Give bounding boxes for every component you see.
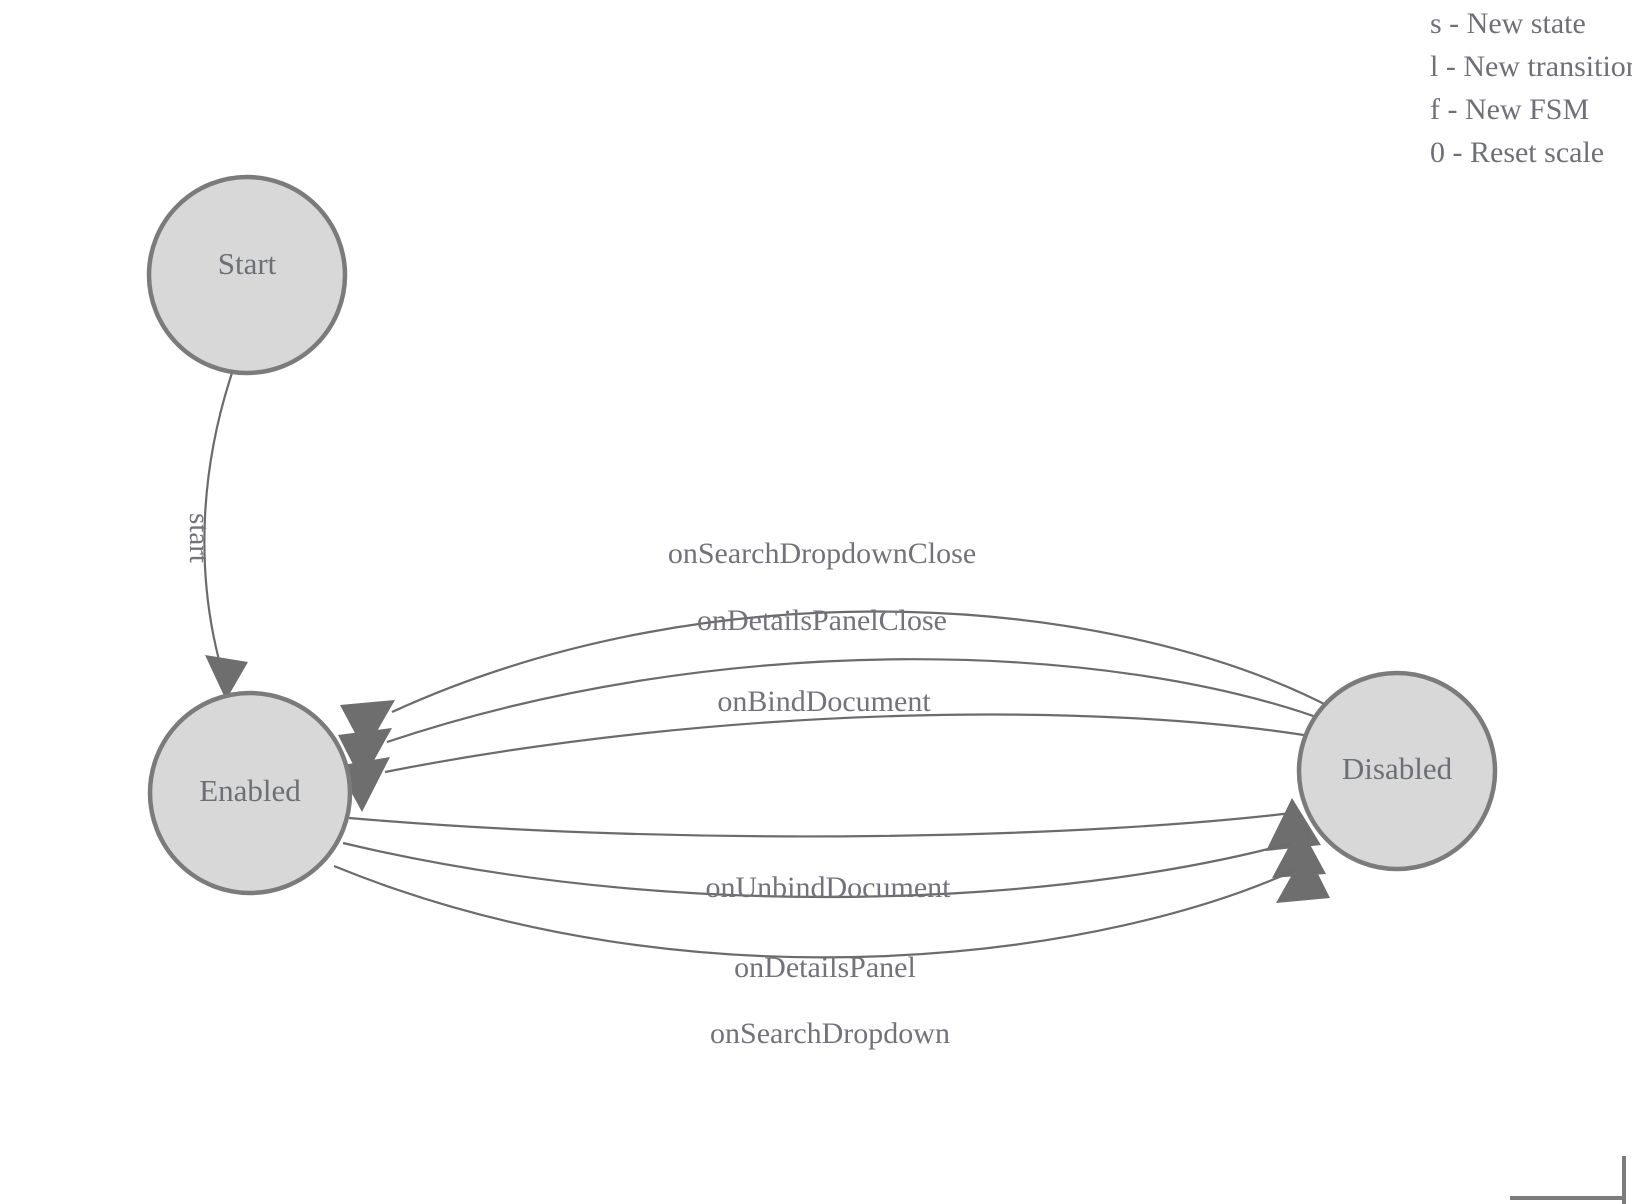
state-label-disabled: Disabled — [1342, 751, 1453, 786]
state-node-disabled[interactable]: Disabled — [1296, 670, 1498, 872]
edge-disabled-to-enabled-ondetailspanelclose[interactable] — [338, 658, 1331, 782]
state-label-start: Start — [218, 246, 277, 281]
help-line-new-fsm: f - New FSM — [1430, 93, 1590, 126]
edge-label-start: start — [183, 513, 215, 563]
edge-enabled-to-disabled-onunbinddocument[interactable] — [348, 798, 1321, 851]
edge-path-onunbinddocument[interactable] — [348, 810, 1301, 838]
help-line-new-state: s - New state — [1430, 7, 1586, 40]
help-line-new-transition: l - New transition — [1430, 50, 1632, 83]
help-line-reset-scale: 0 - Reset scale — [1430, 136, 1605, 169]
edge-label-onsearchdropdownclose: onSearchDropdownClose — [668, 537, 976, 570]
state-circle-enabled[interactable] — [147, 690, 353, 896]
arrowhead-ondetailspanelclose — [338, 728, 392, 782]
arrowhead-onsearchdropdownclose — [340, 700, 395, 752]
state-label-enabled: Enabled — [199, 773, 301, 808]
edge-label-onunbinddocument: onUnbindDocument — [706, 871, 952, 904]
arrowhead-onbinddocument — [337, 757, 390, 812]
edge-path-onsearchdropdownclose[interactable] — [391, 610, 1335, 714]
state-circle-start[interactable] — [146, 174, 348, 376]
edge-path-ondetailspanelclose[interactable] — [386, 658, 1331, 744]
state-node-start[interactable]: Start — [146, 174, 348, 376]
edge-start-to-enabled[interactable] — [203, 372, 248, 700]
edge-path-onbinddocument[interactable] — [384, 713, 1323, 774]
edge-path-start[interactable] — [203, 372, 234, 661]
arrowhead-onsearchdropdown — [1276, 850, 1330, 903]
edge-enabled-to-disabled-onsearchdropdown[interactable] — [333, 850, 1330, 959]
state-node-enabled[interactable]: Enabled — [147, 690, 353, 896]
edge-label-ondetailspanel: onDetailsPanel — [734, 951, 916, 984]
arrowhead-start — [205, 655, 248, 700]
edge-path-onsearchdropdown[interactable] — [333, 861, 1313, 959]
edge-disabled-to-enabled-onsearchdropdownclose[interactable] — [340, 610, 1335, 752]
canvas-corner-horizontal-mark — [1510, 1196, 1626, 1200]
edge-label-ondetailspanelclose: onDetailsPanelClose — [697, 604, 947, 637]
keyboard-help-panel: s - New state l - New transition f - New… — [1430, 0, 1632, 174]
edge-label-onsearchdropdown: onSearchDropdown — [710, 1017, 950, 1050]
edge-disabled-to-enabled-onbinddocument[interactable] — [337, 713, 1323, 812]
state-circle-disabled[interactable] — [1296, 670, 1498, 872]
edge-path-ondetailspanel[interactable] — [342, 836, 1310, 899]
canvas-corner-vertical-mark — [1622, 1156, 1626, 1204]
edge-label-onbinddocument: onBindDocument — [717, 685, 931, 718]
